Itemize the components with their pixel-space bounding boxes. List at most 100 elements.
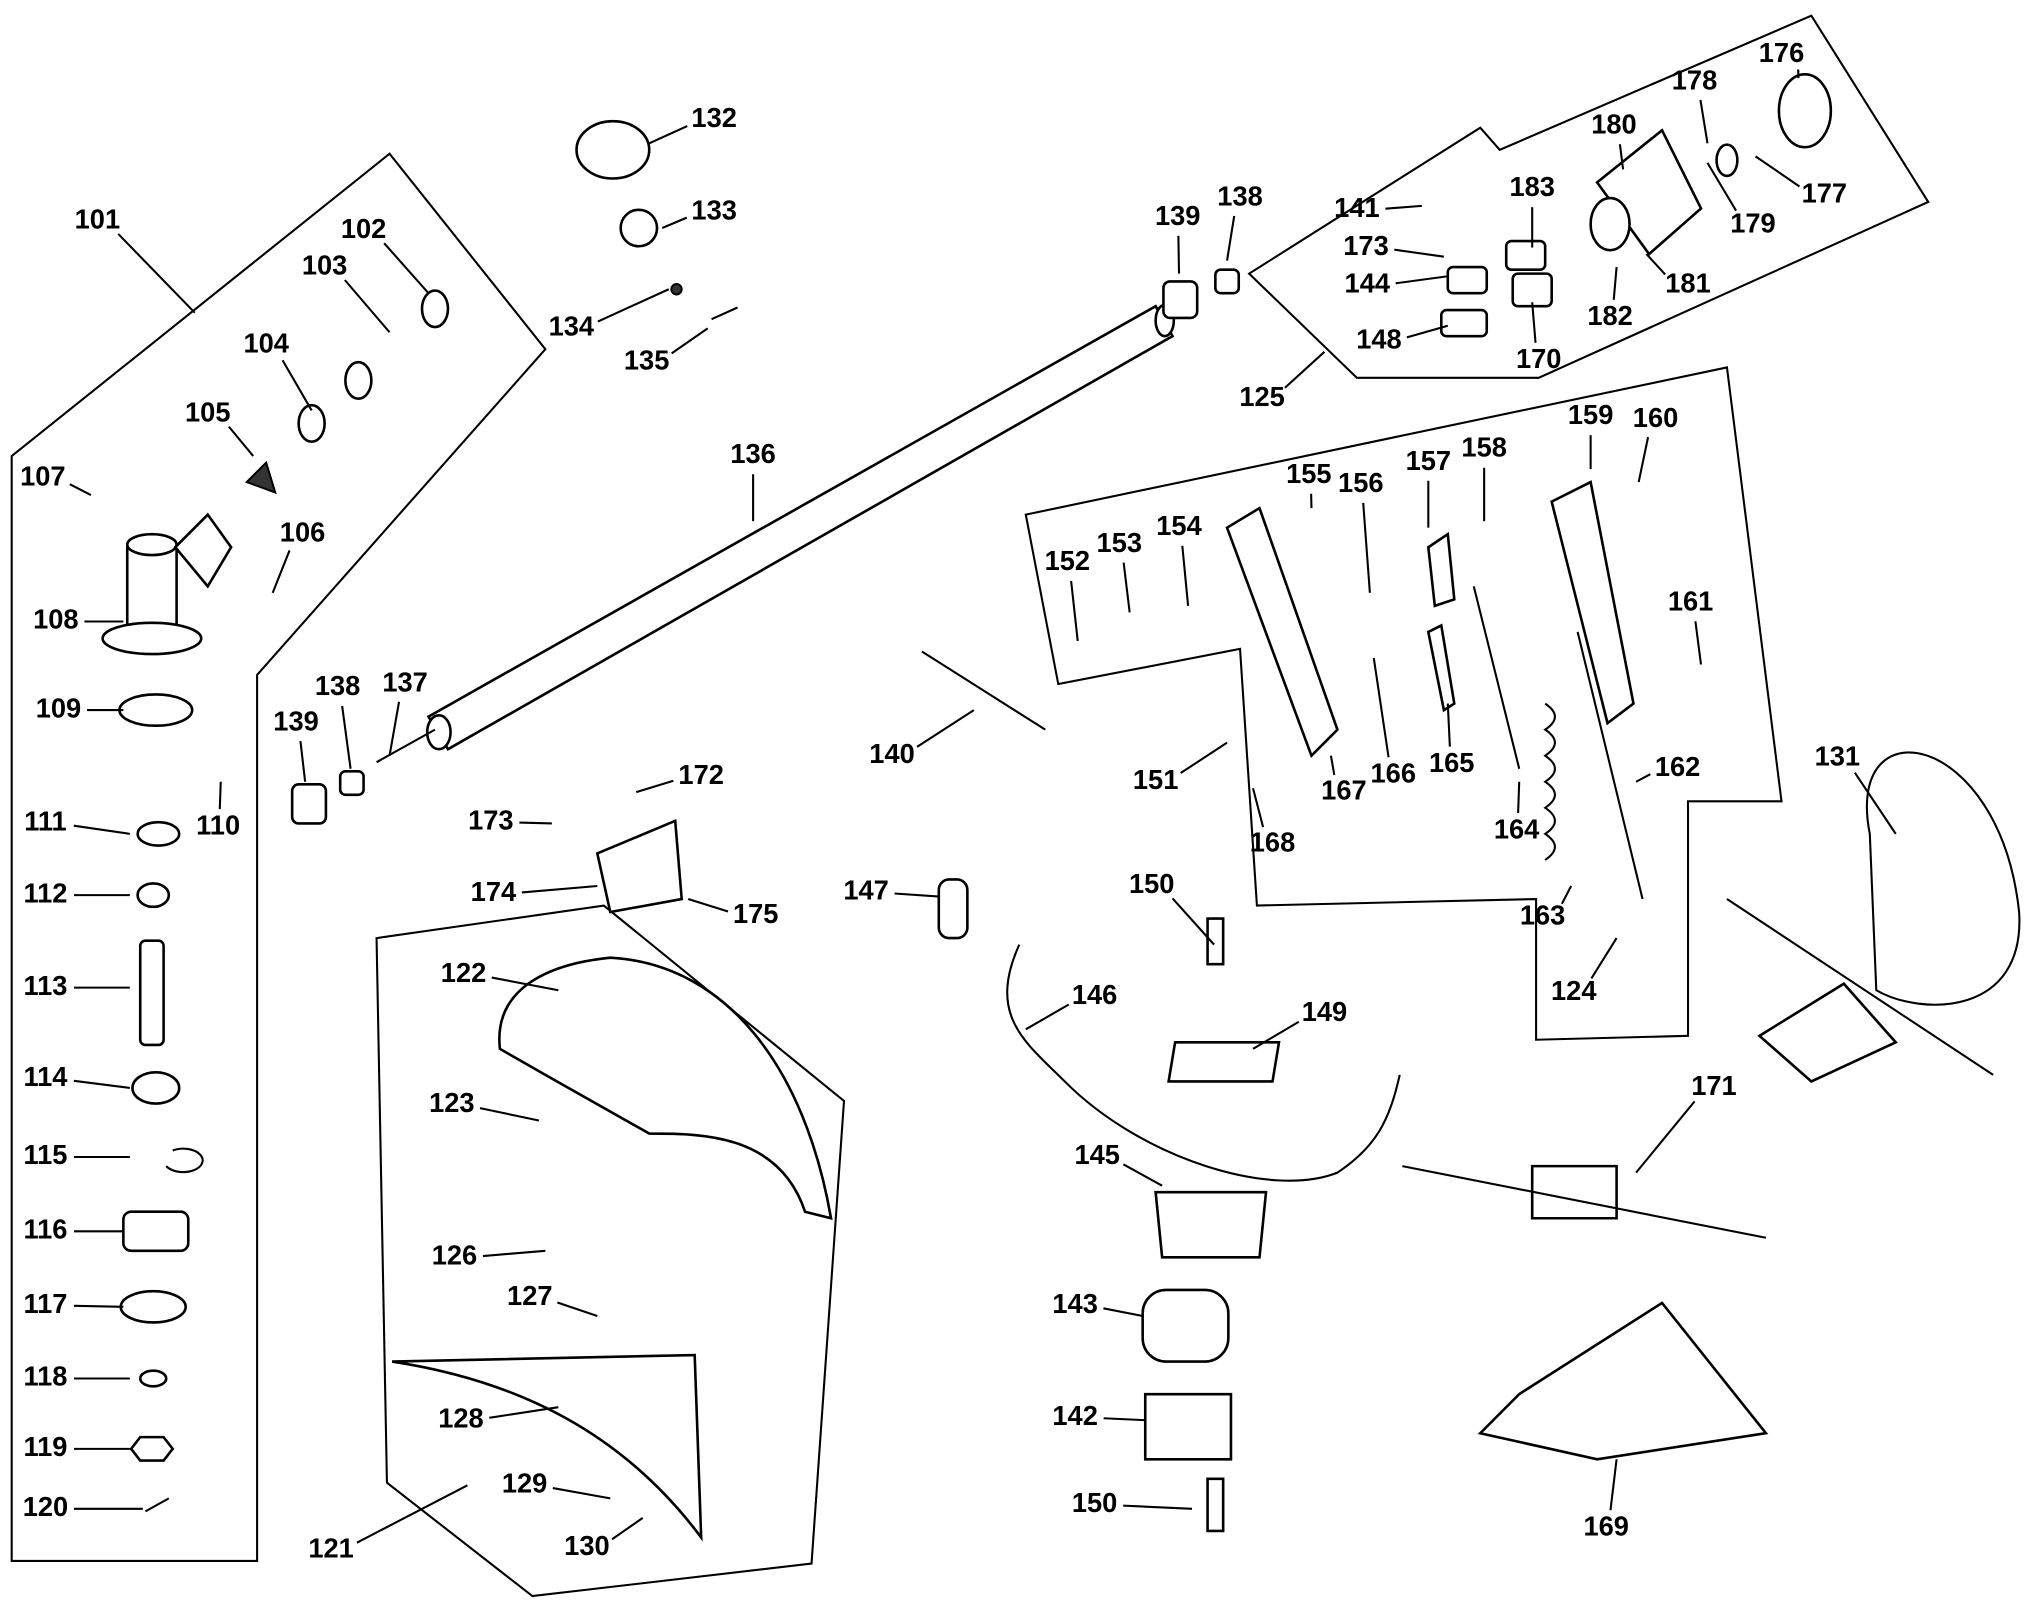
part-number-label: 178 xyxy=(1672,64,1717,95)
part-number-label: 179 xyxy=(1730,208,1775,239)
engine-parts xyxy=(1440,72,1833,338)
part-number-label: 107 xyxy=(20,460,65,491)
part-number-label: 181 xyxy=(1665,268,1710,299)
part-number-label: 170 xyxy=(1516,343,1561,374)
part-number-label: 150 xyxy=(1129,868,1174,899)
part-number-label: 138 xyxy=(1217,180,1262,211)
leader-line xyxy=(1531,302,1537,343)
leader-line xyxy=(1226,215,1236,261)
part-number-label: 121 xyxy=(308,1533,353,1564)
leader-line xyxy=(1123,1504,1193,1510)
part-number-label: 141 xyxy=(1334,192,1379,223)
part-number-label: 182 xyxy=(1587,300,1632,331)
leader-line xyxy=(1394,248,1445,258)
leader-line xyxy=(1645,253,1666,276)
part-number-label: 165 xyxy=(1429,747,1474,778)
part-number-label: 161 xyxy=(1668,585,1713,616)
part-number-label: 124 xyxy=(1551,975,1597,1006)
part-number-label: 158 xyxy=(1461,432,1506,463)
leader-line xyxy=(1754,155,1801,188)
leader-line xyxy=(1252,1020,1300,1050)
leader-line xyxy=(299,741,307,782)
part-number-label: 109 xyxy=(36,692,81,723)
part-number-label: 120 xyxy=(23,1491,68,1522)
part-number-label: 115 xyxy=(23,1139,67,1170)
leader-line xyxy=(341,705,352,769)
leader-line xyxy=(1590,937,1618,980)
part-number-label: 164 xyxy=(1494,813,1540,844)
handle-group-outline xyxy=(1024,366,1783,1041)
part-number-label: 146 xyxy=(1072,979,1117,1010)
part-number-label: 173 xyxy=(468,804,513,835)
part-number-label: 154 xyxy=(1156,510,1202,541)
guard-group-outline xyxy=(375,904,846,1598)
leader-line xyxy=(1177,235,1181,274)
part-number-label: 132 xyxy=(691,102,736,133)
leader-line xyxy=(491,976,559,992)
part-number-label: 126 xyxy=(432,1240,477,1271)
part-number-label: 136 xyxy=(730,438,775,469)
part-number-label: 152 xyxy=(1045,545,1090,576)
part-number-label: 183 xyxy=(1509,171,1554,202)
part-number-label: 155 xyxy=(1286,458,1331,489)
leader-line xyxy=(916,709,975,748)
leader-line xyxy=(557,1301,598,1317)
part-number-label: 111 xyxy=(24,806,66,837)
part-number-label: 104 xyxy=(243,327,289,358)
leader-line xyxy=(228,425,255,457)
leader-line xyxy=(1618,144,1625,170)
leader-line xyxy=(388,701,401,756)
leader-line xyxy=(1171,897,1215,946)
leader-line xyxy=(611,1517,644,1541)
part-number-label: 118 xyxy=(23,1361,67,1392)
part-number-label: 122 xyxy=(441,957,486,988)
leader-line xyxy=(73,1079,130,1089)
leader-line xyxy=(281,359,313,411)
part-number-label: 144 xyxy=(1345,268,1391,299)
leader-line xyxy=(1635,773,1651,783)
leader-line xyxy=(69,483,92,497)
part-number-label: 167 xyxy=(1321,774,1366,805)
part-number-label: 134 xyxy=(549,311,595,342)
part-number-label: 140 xyxy=(869,738,914,769)
part-number-label: 150 xyxy=(1072,1487,1117,1518)
part-number-label: 151 xyxy=(1133,764,1178,795)
part-number-label: 133 xyxy=(691,195,736,226)
leader-line xyxy=(1362,502,1371,593)
part-number-label: 129 xyxy=(502,1468,547,1499)
leader-line xyxy=(597,288,670,323)
leader-line xyxy=(1446,703,1451,747)
leader-line xyxy=(1181,545,1190,606)
leader-line xyxy=(356,1484,468,1544)
leader-line xyxy=(519,821,552,825)
leader-line xyxy=(1180,741,1228,774)
leader-line xyxy=(1853,772,1897,835)
guard-parts xyxy=(391,751,2021,1542)
part-number-label: 101 xyxy=(75,204,120,235)
part-number-label: 138 xyxy=(315,670,360,701)
part-number-label: 143 xyxy=(1052,1288,1097,1319)
leader-line xyxy=(271,550,291,594)
part-number-label: 128 xyxy=(438,1402,483,1433)
handle-parts xyxy=(921,480,1644,940)
part-number-label: 157 xyxy=(1406,445,1451,476)
part-number-label: 175 xyxy=(733,898,778,929)
leader-line xyxy=(1103,1307,1143,1317)
part-number-label: 162 xyxy=(1655,751,1700,782)
leader-line xyxy=(1329,755,1336,776)
part-number-label: 176 xyxy=(1759,37,1804,68)
gearbox-parts xyxy=(101,289,450,1513)
part-number-label: 173 xyxy=(1343,230,1388,261)
part-number-label: 137 xyxy=(382,666,427,697)
part-number-label: 117 xyxy=(23,1288,67,1319)
leader-line xyxy=(1252,788,1265,828)
part-number-label: 105 xyxy=(185,397,230,428)
part-number-label: 145 xyxy=(1074,1139,1119,1170)
part-number-label: 159 xyxy=(1568,399,1613,430)
part-number-label: 149 xyxy=(1302,996,1347,1027)
leader-line xyxy=(1372,657,1390,758)
leader-line xyxy=(489,1406,559,1419)
part-number-label: 114 xyxy=(23,1061,68,1092)
part-number-label: 102 xyxy=(341,213,386,244)
